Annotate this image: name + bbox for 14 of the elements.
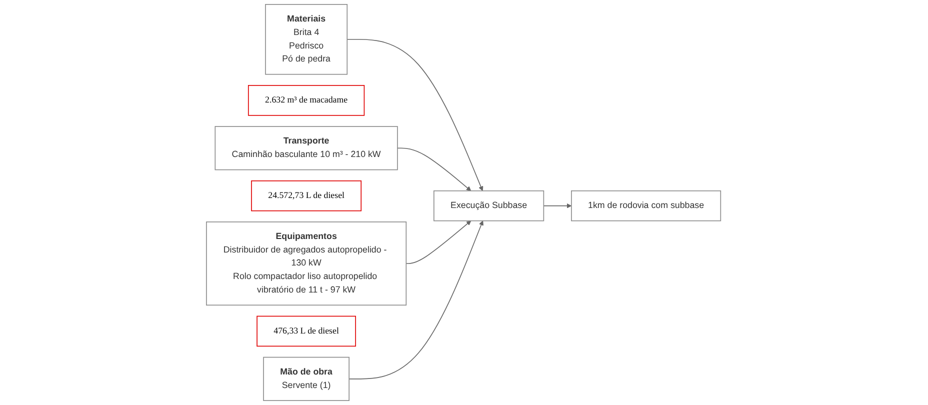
node-box: 24.572,73 L de diesel [252, 180, 362, 212]
node-box: 476,33 L de diesel [257, 316, 356, 347]
arrow [349, 220, 484, 380]
arrow [406, 220, 472, 264]
arrow [347, 38, 484, 192]
node-box: 2.632 m³ de macadame [248, 85, 366, 116]
arrow [544, 203, 572, 208]
node-box: Materiais Brita 4 Pedrisco Pó de pedra [266, 4, 348, 75]
arrow [397, 148, 472, 192]
node-box: Execução Subbase [434, 190, 545, 222]
node-box: Equipamentos Distribuidor de agregados autopropelido - 130 kW Rolo compactador liso autopropelido vibratório de 11 t - 97 kW [206, 222, 408, 306]
node-box: Transporte Caminhão basculante 10 m³ - 210 kW [215, 126, 398, 170]
node-box: 1km de rodovia com subbase [571, 190, 722, 222]
node-box: Mão de obra Servente (1) [264, 356, 350, 401]
